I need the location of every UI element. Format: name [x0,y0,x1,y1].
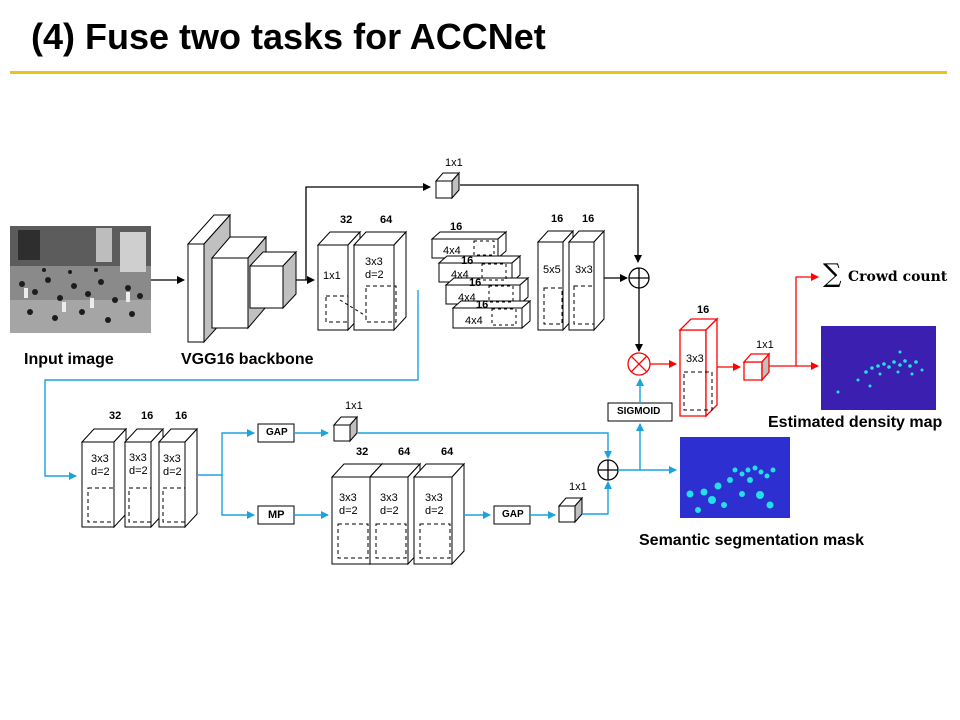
arrow-to-count [795,273,819,366]
mp-ch-64a-label: 64 [398,446,411,458]
group16-b-label: 16 [461,255,474,267]
gap1-label: GAP [266,427,288,438]
density-map-label: Estimated density map [768,414,943,431]
mp-conv-block-64b [412,462,466,566]
density-map-image [821,326,936,410]
out-conv-label: 1x1 [756,339,774,351]
cyan-connector [44,290,419,480]
conv-block-5x5 [536,229,575,332]
vgg16-backbone [186,213,298,344]
seg-dil-c-label: d=2 [163,466,182,478]
mp-dil-c-label: d=2 [425,505,444,517]
multiply-node [627,352,651,376]
group16-a-label: 16 [450,221,463,233]
conv4x4-c-label: 4x4 [458,292,476,304]
gap2-label: GAP [502,509,524,520]
mp-dil-b-label: d=2 [380,505,399,517]
skip-conv-cube [434,171,461,200]
input-image-label: Input image [24,351,114,368]
seg-dil-a-label: d=2 [91,466,110,478]
seg-dil-b-label: d=2 [129,465,148,477]
conv-3x3b-label: 3x3 [575,264,593,276]
segmentation-mask-image [680,437,790,518]
conv-5x5-label: 5x5 [543,264,561,276]
slide-title: (4) Fuse two tasks for ACCNet [31,16,546,57]
mp-conv-c-label: 3x3 [425,492,443,504]
seg-ch-16b-label: 16 [175,410,188,422]
conv4x4-d-label: 4x4 [465,315,483,327]
red-1x1-cube [742,352,771,382]
gap-conv-label: 1x1 [345,400,363,412]
mp-label: MP [268,509,285,521]
conv-3x3-label: 3x3 [365,256,383,268]
sum-symbol: ∑ [823,259,842,289]
conv4x4-b-label: 4x4 [451,269,469,281]
branch-mp-line [221,475,255,519]
branch-gap-line [197,429,255,476]
seg-conv-block-16b [157,427,199,529]
title-rule [10,71,947,74]
seg-conv-block-16a [123,427,165,529]
mp-dil-a-label: d=2 [339,505,358,517]
skip-conv-label: 1x1 [445,157,463,169]
red-conv-label: 3x3 [686,353,704,365]
conv-block-64 [339,230,408,332]
red-conv-block [678,317,719,418]
backbone-label: VGG16 backbone [181,351,314,368]
seg-conv-block-32 [80,427,128,529]
gap2-conv-label: 1x1 [569,481,587,493]
seg-ch-32-label: 32 [109,410,122,422]
gap2-1x1-cube [557,496,584,524]
arrow-gap2-to-sum [582,481,612,515]
gap-1x1-cube [332,415,359,443]
skip-path-top [305,183,431,280]
mp-conv-b-label: 3x3 [380,492,398,504]
sum-node-top [628,267,650,289]
seg-mask-label: Semantic segmentation mask [639,532,864,549]
seg-ch-16a-label: 16 [141,410,154,422]
input-crowd-image [10,226,151,333]
ch-32-label: 32 [340,214,353,226]
conv4x4-a-label: 4x4 [443,245,461,257]
group16-c-label: 16 [469,277,482,289]
dil-2-label: d=2 [365,269,384,281]
sum-node-bottom [597,459,619,481]
seg-conv-a-label: 3x3 [91,453,109,465]
group16-d-label: 16 [476,299,489,311]
conv-1x1-label: 1x1 [323,270,341,282]
deconv-group-stack [430,230,532,330]
mp-ch-64b-label: 64 [441,446,454,458]
sigmoid-label: SIGMOID [617,406,661,417]
seg-conv-b-label: 3x3 [129,452,147,464]
conv-block-3x3 [567,229,606,332]
ch-16a-label: 16 [551,213,564,225]
seg-conv-c-label: 3x3 [163,453,181,465]
mp-conv-a-label: 3x3 [339,492,357,504]
crowd-count-label: Crowd count [848,269,948,285]
red-ch-label: 16 [697,304,710,316]
skip-path-to-sum [460,184,642,263]
ch-16b-label: 16 [582,213,595,225]
ch-64-label: 64 [380,214,393,226]
arrow-gap-to-sum [357,432,612,459]
mp-ch-32-label: 32 [356,446,369,458]
